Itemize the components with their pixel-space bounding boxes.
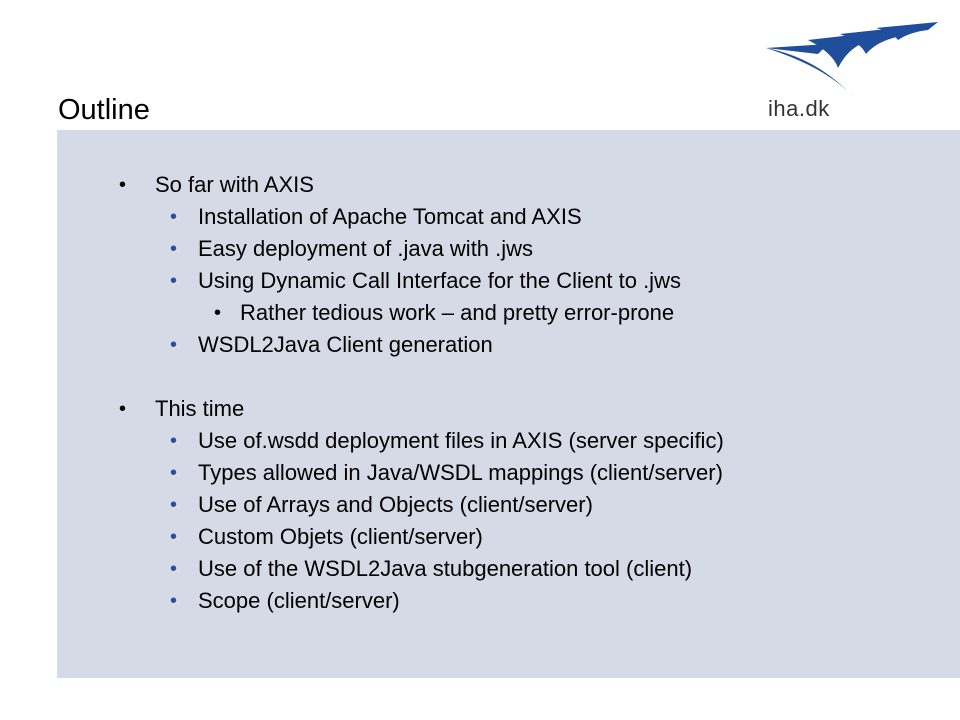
list-item-text: Use of.wsdd deployment files in AXIS (se… (198, 428, 724, 453)
bullet-icon: • (170, 238, 178, 260)
list-item: • Use of Arrays and Objects (client/serv… (170, 492, 593, 518)
bullet-icon: • (119, 174, 127, 196)
bullet-icon: • (119, 398, 127, 420)
list-item: • Easy deployment of .java with .jws (170, 236, 534, 262)
bullet-icon: • (170, 430, 178, 452)
bullet-icon: • (170, 526, 178, 548)
list-item: • Rather tedious work – and pretty error… (214, 300, 675, 326)
bullet-icon: • (170, 558, 178, 580)
list-item-text: Rather tedious work – and pretty error-p… (240, 300, 675, 325)
list-item: • Use of the WSDL2Java stubgeneration to… (170, 556, 693, 582)
list-item-text: Using Dynamic Call Interface for the Cli… (198, 268, 681, 293)
content-panel: • So far with AXIS • Installation of Apa… (57, 130, 960, 678)
list-item: • So far with AXIS (119, 172, 314, 198)
list-item-text: Custom Objets (client/server) (198, 524, 483, 549)
list-item: • Using Dynamic Call Interface for the C… (170, 268, 681, 294)
bullet-icon: • (170, 462, 178, 484)
list-item-text: Scope (client/server) (198, 588, 400, 613)
bullet-icon: • (170, 334, 178, 356)
logo-swoosh-4 (876, 22, 938, 40)
bullet-icon: • (170, 270, 178, 292)
list-item: • WSDL2Java Client generation (170, 332, 493, 358)
list-item-text: Use of Arrays and Objects (client/server… (198, 492, 593, 517)
list-item-text: Types allowed in Java/WSDL mappings (cli… (198, 460, 723, 485)
iha-logo-icon (766, 22, 938, 98)
slide-title: Outline (58, 94, 150, 126)
list-item: • Custom Objets (client/server) (170, 524, 483, 550)
list-item: • Installation of Apache Tomcat and AXIS (170, 204, 582, 230)
bullet-icon: • (170, 494, 178, 516)
list-item: • Use of.wsdd deployment files in AXIS (… (170, 428, 724, 454)
list-item-text: Installation of Apache Tomcat and AXIS (198, 204, 582, 229)
logo-text: iha.dk (768, 96, 830, 121)
list-item: • Types allowed in Java/WSDL mappings (c… (170, 460, 723, 486)
list-item: • Scope (client/server) (170, 588, 400, 614)
section-heading: This time (155, 396, 245, 421)
list-item-text: WSDL2Java Client generation (198, 332, 493, 357)
list-item-text: Easy deployment of .java with .jws (198, 236, 534, 261)
bullet-icon: • (170, 206, 178, 228)
bullet-icon: • (214, 302, 222, 324)
list-item: • This time (119, 396, 245, 422)
bullet-icon: • (170, 590, 178, 612)
list-item-text: Use of the WSDL2Java stubgeneration tool… (198, 556, 693, 581)
section-heading: So far with AXIS (155, 172, 314, 197)
